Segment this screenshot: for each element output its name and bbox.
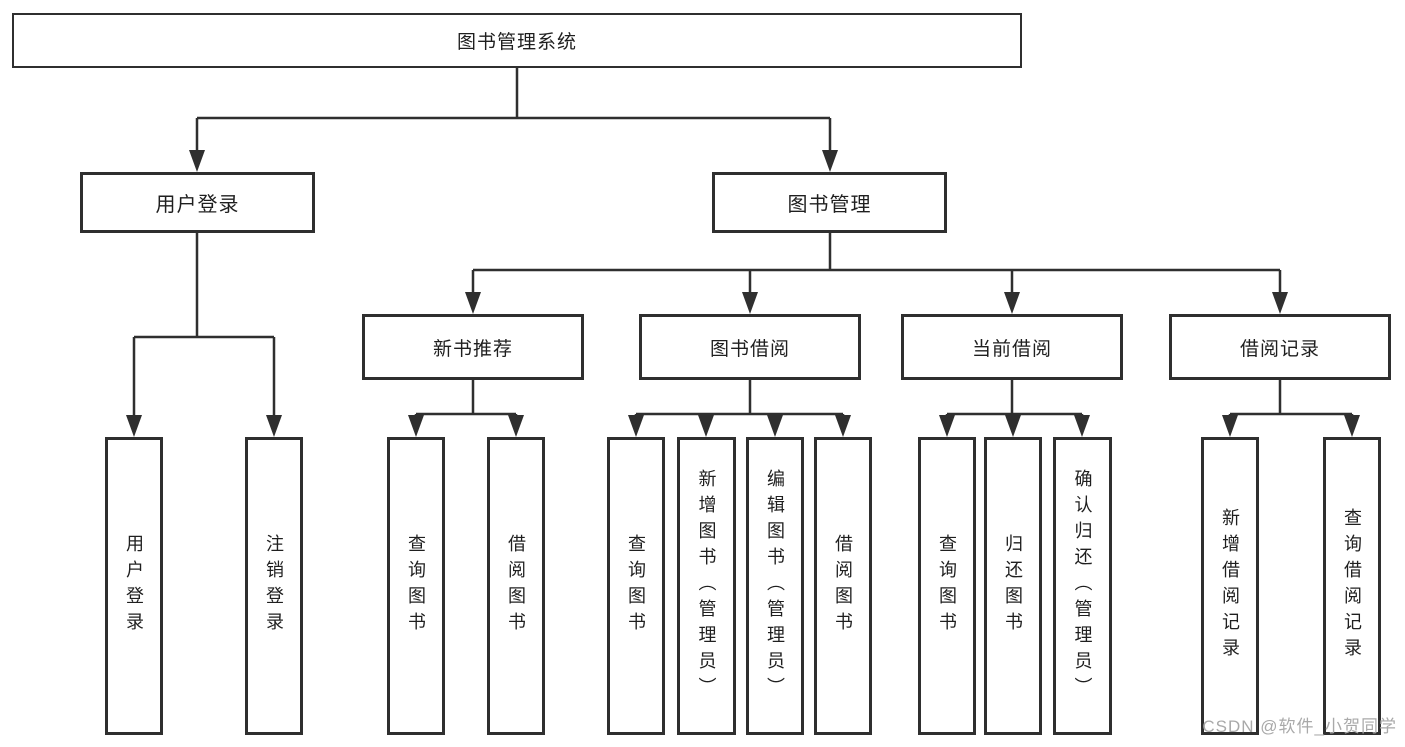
leaf-label: 借阅图书	[506, 534, 526, 638]
node-label: 当前借阅	[971, 338, 1052, 360]
leaf-borrow-books-1: 借阅图书	[487, 437, 545, 735]
leaf-confirm-return-admin: 确认归还（管理员）	[1053, 437, 1112, 735]
node-current-borrow: 当前借阅	[901, 314, 1123, 380]
node-label: 图书管理系统	[456, 32, 577, 53]
leaf-add-borrow-record: 新增借阅记录	[1201, 437, 1259, 735]
leaf-label: 新增图书（管理员）	[696, 469, 717, 703]
leaf-label: 注销登录	[264, 534, 284, 638]
leaf-label: 确认归还（管理员）	[1072, 469, 1093, 703]
leaf-add-books-admin: 新增图书（管理员）	[677, 437, 736, 735]
leaf-label: 用户登录	[124, 534, 144, 638]
leaf-label: 归还图书	[1003, 534, 1023, 638]
node-label: 借阅记录	[1239, 338, 1320, 360]
leaf-label: 查询图书	[406, 534, 426, 638]
leaf-query-books-3: 查询图书	[918, 437, 976, 735]
leaf-user-login: 用户登录	[105, 437, 163, 735]
leaf-query-books-1: 查询图书	[387, 437, 445, 735]
leaf-borrow-books-2: 借阅图书	[814, 437, 872, 735]
node-borrow-records: 借阅记录	[1169, 314, 1391, 380]
leaf-edit-books-admin: 编辑图书（管理员）	[746, 437, 804, 735]
leaf-label: 查询借阅记录	[1342, 508, 1362, 664]
leaf-label: 编辑图书（管理员）	[765, 469, 785, 703]
leaf-label: 查询图书	[626, 534, 646, 638]
node-label: 图书借阅	[709, 338, 790, 360]
arrowheads	[126, 150, 1360, 437]
leaf-label: 查询图书	[937, 534, 957, 638]
node-user-login: 用户登录	[80, 172, 315, 233]
leaf-logout: 注销登录	[245, 437, 303, 735]
csdn-watermark: CSDN @软件_小贺同学	[1202, 717, 1397, 736]
leaf-return-books: 归还图书	[984, 437, 1042, 735]
leaf-query-books-2: 查询图书	[607, 437, 665, 735]
node-book-management: 图书管理	[712, 172, 947, 233]
leaf-label: 借阅图书	[833, 534, 853, 638]
leaf-label: 新增借阅记录	[1220, 508, 1240, 664]
node-book-borrow: 图书借阅	[639, 314, 861, 380]
leaf-query-borrow-record: 查询借阅记录	[1323, 437, 1381, 735]
node-label: 图书管理	[787, 194, 872, 216]
node-root-system: 图书管理系统	[12, 13, 1022, 68]
node-new-book-recommend: 新书推荐	[362, 314, 584, 380]
node-label: 新书推荐	[432, 338, 513, 360]
node-label: 用户登录	[155, 194, 240, 216]
connector-stems	[132, 68, 1354, 420]
